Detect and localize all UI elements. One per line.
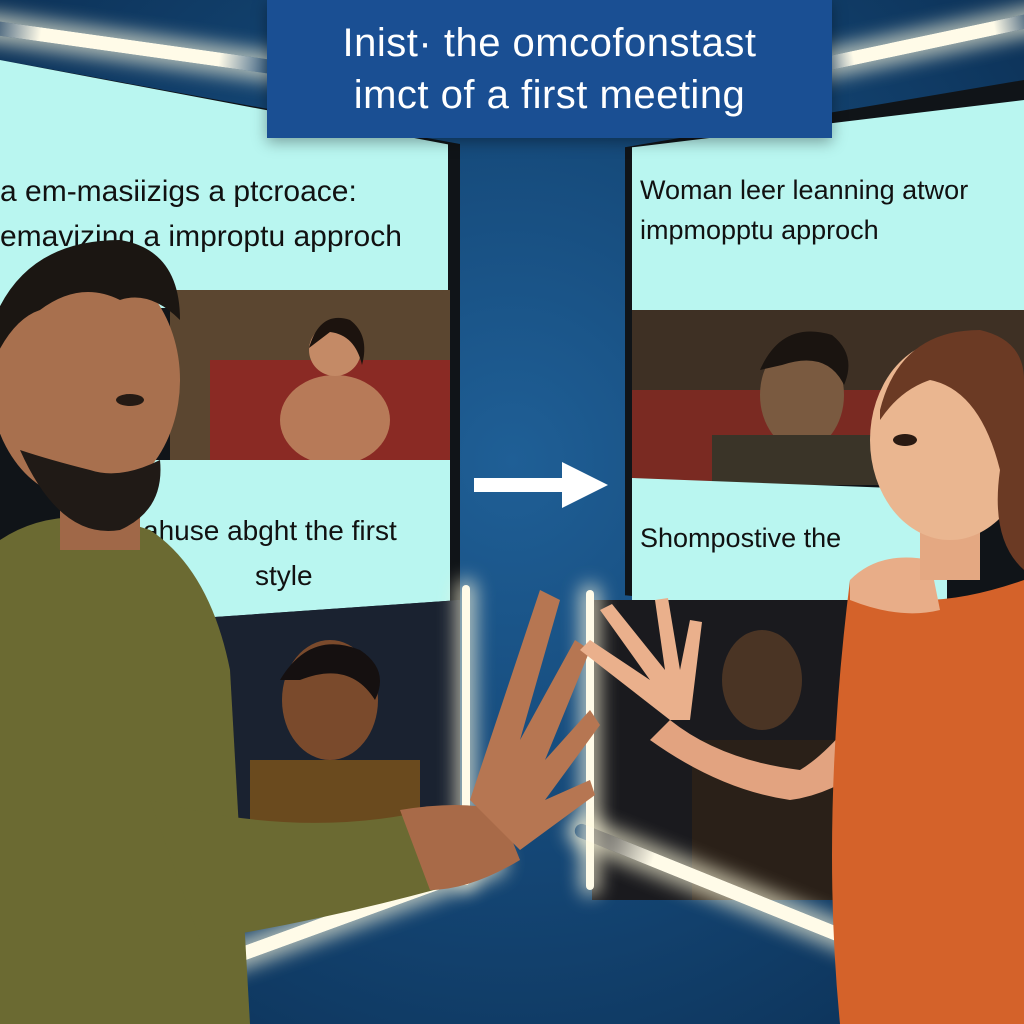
caption-line: a em-masiizigs a ptcroace: (0, 175, 357, 208)
light-strip (805, 11, 1024, 75)
woman-figure (580, 330, 1024, 1024)
caption-line: Shompostive the (640, 523, 842, 553)
light-strip (462, 585, 470, 885)
caption-line: style (255, 560, 313, 591)
light-strip (0, 19, 280, 75)
man-figure (0, 240, 600, 1024)
caption-line: ahuse abght the first (143, 515, 397, 546)
left-scene-image (170, 290, 450, 470)
title-banner: Inist· the omcofonstast imct of a first … (267, 0, 832, 138)
title-line: imct of a first meeting (353, 73, 746, 117)
right-arrow-icon (474, 462, 608, 508)
light-strip (586, 590, 594, 890)
caption-line: Woman leer leanning atwor (640, 175, 969, 205)
title-line: Inist· the omcofonstast (342, 21, 757, 65)
caption-line: emavizing a improptu approch (0, 220, 402, 253)
caption-line: impmopptu approch (640, 215, 879, 245)
